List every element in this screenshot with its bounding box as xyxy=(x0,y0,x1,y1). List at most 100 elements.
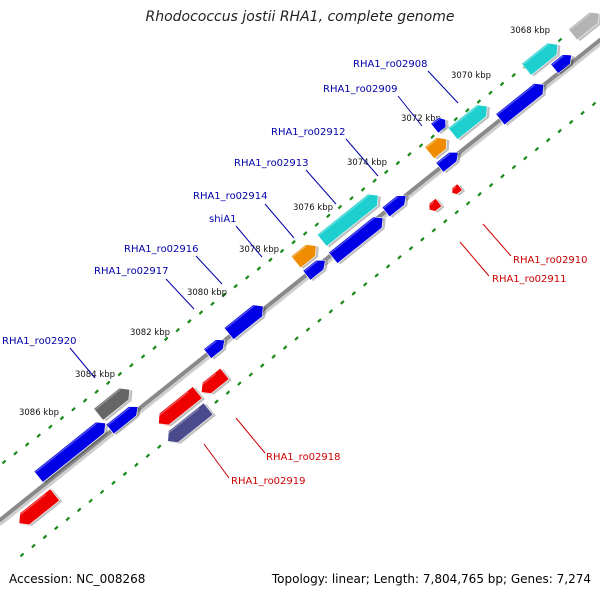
grid-dot xyxy=(233,283,238,289)
ruler-tick-label: 3072 kbp xyxy=(401,114,441,124)
grid-dot xyxy=(140,354,146,359)
gene-feature[interactable] xyxy=(223,299,270,341)
gene-feature[interactable] xyxy=(154,386,205,432)
gene-labels[interactable]: RHA1_ro02908RHA1_ro02909RHA1_ro02912RHA1… xyxy=(2,59,588,487)
dotted-line xyxy=(1,37,563,465)
ruler-tick-label: 3068 kbp xyxy=(510,26,550,36)
grid-dot xyxy=(454,209,459,215)
grid-dot xyxy=(443,218,448,224)
gene-feature[interactable] xyxy=(93,383,137,423)
gene-label[interactable]: RHA1_ro02919 xyxy=(231,476,306,487)
gene-feature[interactable] xyxy=(105,401,144,436)
grid-dot xyxy=(145,453,151,459)
gene-label[interactable]: RHA1_ro02912 xyxy=(271,127,346,138)
grid-dot xyxy=(349,195,354,201)
grid-dot xyxy=(244,275,250,280)
grid-dot xyxy=(54,525,59,531)
gene-feature[interactable] xyxy=(316,189,385,249)
accession-text: Accession: NC_008268 xyxy=(9,572,146,586)
gene-feature[interactable] xyxy=(328,212,390,266)
grid-dot xyxy=(1,459,7,465)
genome-summary-text: Topology: linear; Length: 7,804,765 bp; … xyxy=(271,572,591,586)
gene-label[interactable]: RHA1_ro02911 xyxy=(492,274,567,285)
grid-dot xyxy=(453,116,459,122)
gene-features[interactable] xyxy=(14,7,600,531)
grid-dot xyxy=(48,424,53,430)
gene-feature[interactable] xyxy=(14,488,63,531)
gene-feature[interactable] xyxy=(163,402,216,449)
gene-feature[interactable] xyxy=(495,78,551,127)
label-leader xyxy=(203,443,230,479)
label-leader-lines xyxy=(69,70,512,479)
grid-dot xyxy=(221,292,227,298)
grid-dot xyxy=(568,119,574,125)
grid-dot xyxy=(152,345,157,350)
label-leader xyxy=(165,278,195,310)
grid-dot xyxy=(271,354,276,359)
gene-label[interactable]: RHA1_ro02909 xyxy=(323,84,398,95)
gene-label[interactable]: RHA1_ro02918 xyxy=(266,452,341,463)
gene-feature[interactable] xyxy=(33,417,113,485)
grid-dot xyxy=(82,398,88,403)
gene-label[interactable]: RHA1_ro02916 xyxy=(124,244,199,255)
gene-feature[interactable] xyxy=(430,114,452,135)
gene-feature[interactable] xyxy=(435,147,465,174)
gene-feature[interactable] xyxy=(567,7,600,42)
grid-dot xyxy=(19,552,25,558)
gene-label[interactable]: RHA1_ro02917 xyxy=(94,266,169,277)
grid-dot xyxy=(122,471,128,477)
grid-dot xyxy=(500,173,505,179)
ruler-tick-label: 3086 kbp xyxy=(19,408,59,418)
grid-dot xyxy=(214,399,219,404)
grid-dot xyxy=(397,255,402,260)
grid-dot xyxy=(225,390,231,395)
grid-dot xyxy=(545,137,551,143)
ruler-tick-label: 3076 kbp xyxy=(293,203,333,213)
grid-dot xyxy=(383,169,389,175)
gene-feature[interactable] xyxy=(550,50,578,76)
grid-dot xyxy=(117,371,123,377)
gene-feature[interactable] xyxy=(381,190,413,219)
grid-dot xyxy=(511,72,516,78)
grid-dot xyxy=(420,237,425,242)
grid-dot xyxy=(282,345,288,350)
grid-dot xyxy=(13,450,18,456)
ruler-tick-label: 3080 kbp xyxy=(187,288,227,298)
gene-label[interactable]: RHA1_ro02910 xyxy=(513,255,588,266)
grid-dot xyxy=(395,160,401,166)
label-leader xyxy=(235,225,263,258)
grid-dot xyxy=(557,128,562,134)
gene-feature[interactable] xyxy=(197,367,232,400)
gene-feature[interactable] xyxy=(203,335,231,361)
label-leader xyxy=(427,70,459,104)
gene-label[interactable]: shiA1 xyxy=(209,214,237,225)
gene-feature[interactable] xyxy=(424,132,454,160)
grid-dot xyxy=(374,273,379,278)
gene-feature[interactable] xyxy=(302,255,332,282)
grid-dot xyxy=(157,444,162,450)
grid-dot xyxy=(31,543,36,549)
gene-feature[interactable] xyxy=(290,239,323,270)
grid-dot xyxy=(259,363,265,368)
grid-dot xyxy=(408,246,414,251)
gene-feature[interactable] xyxy=(521,38,565,78)
grid-dot xyxy=(105,380,111,386)
grid-dot xyxy=(488,182,494,188)
grid-dot xyxy=(523,155,528,161)
gene-feature[interactable] xyxy=(447,99,494,141)
grid-dot xyxy=(163,336,169,342)
gene-label[interactable]: RHA1_ro02908 xyxy=(353,59,428,70)
gene-feature[interactable] xyxy=(426,197,445,215)
label-leader xyxy=(305,169,337,205)
gene-feature[interactable] xyxy=(450,183,466,198)
grid-dot xyxy=(294,336,299,341)
gene-label[interactable]: RHA1_ro02913 xyxy=(234,158,309,169)
grid-dot xyxy=(326,213,331,219)
grid-dot xyxy=(279,248,285,254)
label-leader xyxy=(264,203,295,239)
gene-label[interactable]: RHA1_ro02920 xyxy=(2,336,77,347)
grid-dot xyxy=(256,266,262,271)
gene-label[interactable]: RHA1_ro02914 xyxy=(193,191,268,202)
